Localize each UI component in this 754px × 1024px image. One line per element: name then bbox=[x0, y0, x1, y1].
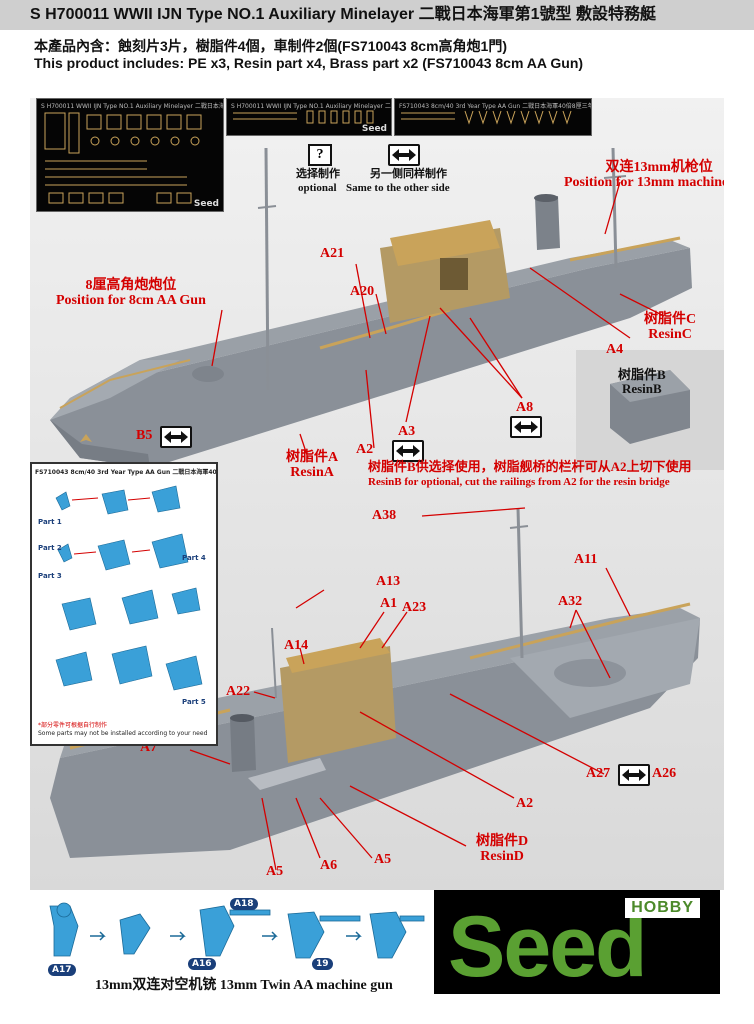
tag-A18: A18 bbox=[230, 898, 258, 910]
instructions-footer-cn: *部分零件可根据自行制作 bbox=[38, 722, 108, 729]
aa-gun-instructions: FS710043 8cm/40 3rd Year Type AA Gun 二戰日… bbox=[30, 462, 218, 746]
label-A5-right: A5 bbox=[374, 852, 392, 867]
label-A13: A13 bbox=[376, 574, 401, 589]
mg-caption: 13mm双连对空机铳 13mm Twin AA machine gun bbox=[95, 978, 393, 993]
instructions-footer-en: Some parts may not be installed accordin… bbox=[38, 730, 208, 737]
double-arrow-icon bbox=[388, 144, 420, 166]
ship-top bbox=[50, 147, 692, 468]
pe-fret-1-caption: S H700011 WWII IJN Type NO.1 Auxiliary M… bbox=[41, 103, 224, 110]
A27-double-arrow-icon bbox=[618, 764, 650, 786]
label-A23: A23 bbox=[402, 600, 427, 615]
resinB-note-en: ResinB for optional, cut the railings fr… bbox=[368, 476, 670, 488]
resinD-cn: 树脂件D bbox=[476, 834, 529, 849]
pe-fret-3-caption: FS710043 8cm/40 3rd Year Type AA Gun 二戰日… bbox=[399, 103, 591, 110]
label-A3: A3 bbox=[398, 424, 416, 439]
label-A38: A38 bbox=[372, 508, 397, 523]
logo-seed-text: Seed bbox=[448, 899, 648, 995]
label-A27: A27 bbox=[586, 766, 611, 781]
resinD-en: ResinD bbox=[480, 849, 524, 865]
mg-position-cn: 双连13mm机枪位 bbox=[605, 160, 713, 175]
label-A11: A11 bbox=[574, 552, 598, 567]
aa-gun-steps bbox=[55, 485, 203, 691]
model-photo-area: S H700011 WWII IJN Type NO.1 Auxiliary M… bbox=[30, 98, 724, 890]
label-A20: A20 bbox=[350, 284, 375, 299]
label-A22: A22 bbox=[226, 684, 251, 699]
ship-bottom bbox=[50, 507, 700, 858]
label-A2-bottom: A2 bbox=[516, 796, 534, 811]
label-A5-left: A5 bbox=[266, 864, 284, 879]
label-A4: A4 bbox=[606, 342, 624, 357]
ship-render bbox=[30, 98, 724, 890]
mg-position-label: 双连13mm机枪位 Position for 13mm machine gun bbox=[564, 160, 724, 191]
seed-hobby-logo: Seed HOBBY bbox=[434, 890, 720, 994]
resinB-label: 树脂件B ResinB bbox=[618, 367, 666, 397]
aa-position-cn: 8厘高角炮炮位 bbox=[85, 278, 177, 293]
optional-label-en: optional bbox=[298, 182, 337, 194]
resinC-label: 树脂件C ResinC bbox=[644, 312, 696, 343]
contents-line-en: This product includes: PE x3, Resin part… bbox=[34, 55, 584, 71]
tag-A17: A17 bbox=[48, 964, 76, 976]
contents-line-cn: 本產品內含：蝕刻片3片，樹脂件4個，車制件2個(FS710043 8cm高角炮1… bbox=[34, 38, 507, 54]
pe-fret-1-brand: Seed bbox=[193, 199, 219, 209]
same-side-label-en: Same to the other side bbox=[346, 182, 450, 194]
label-A2-top: A2 bbox=[356, 442, 374, 457]
label-A1: A1 bbox=[380, 596, 398, 611]
resinB-cn: 树脂件B bbox=[618, 367, 666, 382]
label-A26: A26 bbox=[652, 766, 677, 781]
pe-fret-3-parts bbox=[401, 110, 572, 125]
A3-double-arrow-icon bbox=[392, 440, 424, 462]
tag-A16: A16 bbox=[188, 958, 216, 970]
optional-symbol: ? bbox=[316, 147, 324, 162]
resinB-en: ResinB bbox=[621, 381, 662, 397]
resinB-photo bbox=[576, 350, 724, 470]
step-label-1: Part 1 bbox=[38, 518, 62, 526]
resinA-cn: 树脂件A bbox=[286, 450, 339, 465]
pe-fret-1-parts bbox=[44, 112, 202, 204]
step-label-3: Part 3 bbox=[38, 572, 62, 580]
optional-label-cn: 选择制作 bbox=[296, 168, 340, 180]
pe-fret-2-caption: S H700011 WWII IJN Type NO.1 Auxiliary M… bbox=[231, 103, 391, 110]
resinC-cn: 树脂件C bbox=[644, 312, 697, 327]
step-label-4: Part 4 bbox=[182, 554, 206, 562]
resinD-label: 树脂件D ResinD bbox=[476, 834, 528, 865]
label-A6: A6 bbox=[320, 858, 338, 873]
B5-double-arrow-icon bbox=[160, 426, 192, 448]
step-label-2: Part 2 bbox=[38, 544, 62, 552]
label-A8: A8 bbox=[516, 400, 534, 415]
label-A21: A21 bbox=[320, 246, 345, 261]
resinA-label: 树脂件A ResinA bbox=[286, 450, 338, 481]
logo-hobby-text: HOBBY bbox=[625, 898, 700, 918]
A8-double-arrow-icon bbox=[510, 416, 542, 438]
optional-icon: ? bbox=[308, 144, 332, 166]
leader-lines bbox=[189, 181, 665, 871]
resinC-en: ResinC bbox=[648, 327, 692, 343]
label-B5: B5 bbox=[136, 428, 153, 443]
mg-assembly-strip bbox=[49, 902, 425, 959]
label-A14: A14 bbox=[284, 638, 309, 653]
aa-position-label: 8厘高角炮炮位 Position for 8cm AA Gun bbox=[56, 278, 206, 309]
tag-19: 19 bbox=[312, 958, 333, 970]
pe-fret-1: S H700011 WWII IJN Type NO.1 Auxiliary M… bbox=[36, 98, 224, 212]
label-A32: A32 bbox=[558, 594, 583, 609]
mg-position-en: Position for 13mm machine gun bbox=[564, 175, 724, 191]
step-label-5: Part 5 bbox=[182, 698, 206, 706]
page-title: S H700011 WWII IJN Type NO.1 Auxiliary M… bbox=[0, 0, 754, 30]
pe-fret-2-parts bbox=[233, 110, 374, 124]
pe-fret-2-brand: Seed bbox=[361, 124, 387, 134]
pe-fret-2: S H700011 WWII IJN Type NO.1 Auxiliary M… bbox=[226, 98, 392, 136]
resinB-note-cn: 树脂件B供选择使用，树脂舰桥的栏杆可从A2上切下使用 bbox=[368, 459, 692, 474]
same-side-label-cn: 另一侧同样制作 bbox=[370, 168, 447, 180]
pe-fret-3: FS710043 8cm/40 3rd Year Type AA Gun 二戰日… bbox=[394, 98, 592, 136]
aa-position-en: Position for 8cm AA Gun bbox=[56, 293, 206, 309]
resinA-en: ResinA bbox=[290, 465, 334, 481]
instructions-caption: FS710043 8cm/40 3rd Year Type AA Gun 二戰日… bbox=[35, 469, 217, 476]
